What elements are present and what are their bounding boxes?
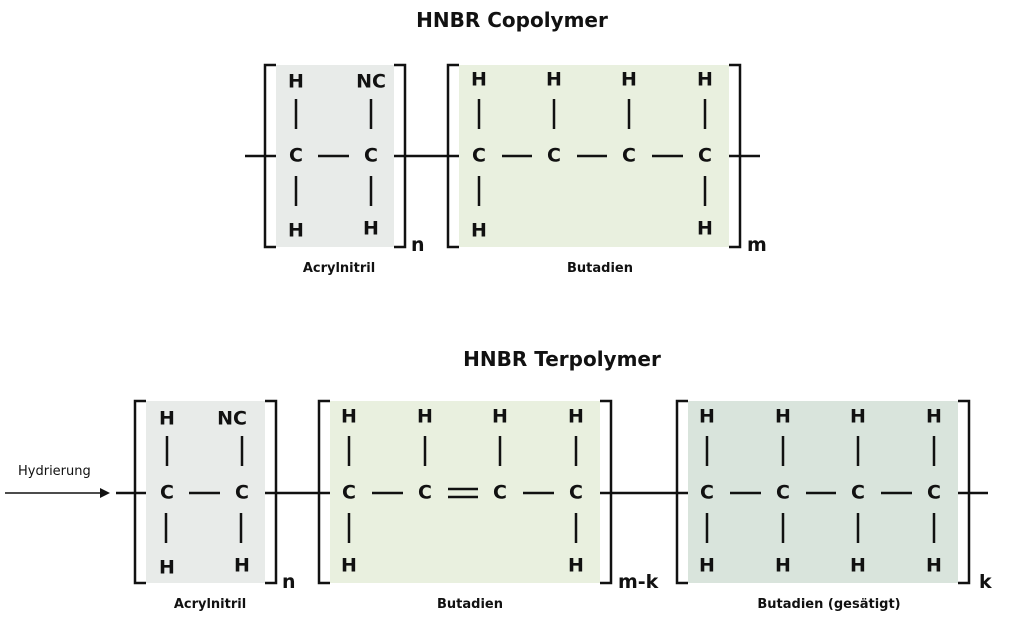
terpolymer-title: HNBR Terpolymer: [463, 347, 661, 371]
atom-label: H: [568, 405, 584, 428]
atom-label: C: [493, 481, 507, 504]
copolymer-title: HNBR Copolymer: [416, 8, 608, 32]
atom-label: H: [699, 405, 715, 428]
atom-label: H: [341, 405, 357, 428]
atom-label: H: [341, 554, 357, 577]
reaction-arrow-icon: [5, 488, 110, 498]
caption-butadien: Butadien: [567, 261, 633, 276]
atom-label: NC: [356, 70, 386, 93]
caption-butadien: Butadien: [437, 597, 503, 612]
atom-label: H: [697, 68, 713, 91]
atom-label: H: [159, 556, 175, 579]
atom-label: C: [364, 144, 378, 167]
subscript-k: k: [979, 571, 992, 593]
atom-label: C: [851, 481, 865, 504]
atom-label: H: [699, 554, 715, 577]
reaction-label: Hydrierung: [18, 464, 91, 479]
atom-label: C: [418, 481, 432, 504]
atom-label: H: [775, 405, 791, 428]
subscript-n: n: [411, 234, 425, 256]
atom-label: NC: [217, 407, 247, 430]
atom-label: C: [160, 481, 174, 504]
atom-label: C: [235, 481, 249, 504]
atom-label: C: [342, 481, 356, 504]
atom-label: H: [926, 405, 942, 428]
atom-label: H: [926, 554, 942, 577]
atom-label: H: [546, 68, 562, 91]
atom-label: C: [700, 481, 714, 504]
atom-label: H: [471, 68, 487, 91]
atom-label: H: [621, 68, 637, 91]
atom-label: H: [234, 554, 250, 577]
caption-acrylnitril: Acrylnitril: [173, 597, 247, 612]
atom-label: C: [472, 144, 486, 167]
atom-label: C: [289, 144, 303, 167]
atom-label: H: [568, 554, 584, 577]
atom-label: C: [569, 481, 583, 504]
caption-acrylnitril: Acrylnitril: [302, 261, 376, 276]
atom-label: H: [850, 405, 866, 428]
atom-label: H: [850, 554, 866, 577]
atom-label: C: [547, 144, 561, 167]
atom-label: H: [288, 70, 304, 93]
atom-label: H: [697, 217, 713, 240]
subscript-m: m: [747, 234, 767, 256]
atom-label: C: [622, 144, 636, 167]
atom-label: C: [698, 144, 712, 167]
subscript-m-k: m-k: [618, 571, 659, 593]
caption-butadien-saturated: Butadien (gesätigt): [757, 597, 901, 612]
atom-label: C: [927, 481, 941, 504]
atom-label: H: [775, 554, 791, 577]
atom-label: H: [288, 219, 304, 242]
atom-label: H: [417, 405, 433, 428]
atom-label: C: [776, 481, 790, 504]
atom-label: H: [159, 407, 175, 430]
atom-label: H: [363, 217, 379, 240]
subscript-n: n: [282, 571, 296, 593]
atom-label: H: [471, 219, 487, 242]
atom-label: H: [492, 405, 508, 428]
